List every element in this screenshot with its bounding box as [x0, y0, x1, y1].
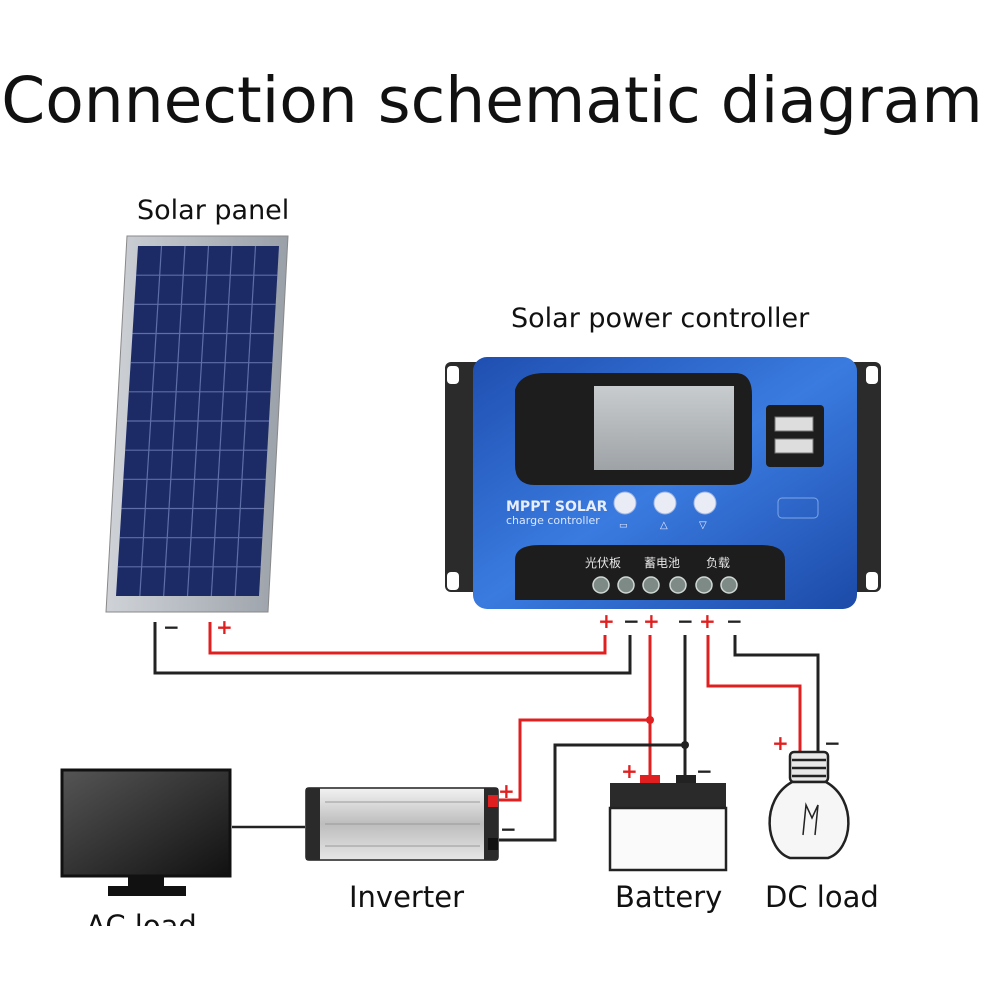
controller-right-bracket	[833, 362, 881, 592]
lcd-screen	[594, 386, 734, 470]
terminal-label-load: 负载	[706, 556, 730, 570]
inverter-label: Inverter	[349, 880, 464, 914]
bulb-filament	[802, 802, 819, 836]
wires	[153, 622, 820, 842]
inverter-endcap-left	[306, 788, 320, 860]
inverter-pos-terminal	[488, 795, 498, 807]
mount-hole	[866, 572, 878, 590]
up-button-glyph: △	[660, 520, 668, 531]
down-button-glyph: ▽	[699, 520, 707, 531]
battery	[608, 775, 728, 872]
ctrl-pv-plus-mark: +	[598, 609, 615, 633]
panel-grid-line	[234, 245, 257, 597]
ctrl-pv-minus-mark: −	[623, 609, 640, 633]
ctrl-load-plus-mark: +	[699, 609, 716, 633]
ctrl-bat-plus-mark: +	[643, 609, 660, 633]
down-button	[693, 491, 717, 515]
bulb-base	[788, 750, 830, 784]
monitor	[60, 768, 232, 896]
inverter	[305, 787, 499, 861]
panel-negative-wire	[153, 622, 632, 675]
brand-line2: charge controller	[506, 514, 600, 527]
monitor-base	[108, 886, 186, 896]
monitor-neck	[128, 876, 164, 888]
panel-grid-line	[139, 245, 163, 597]
panel-grid-line	[210, 245, 233, 597]
load-positive-wire	[706, 635, 802, 752]
inverter-positive-wire	[497, 718, 650, 802]
menu-button-glyph: ▭	[619, 521, 628, 531]
terminal-screw	[592, 576, 610, 594]
inverter-minus-mark: −	[500, 817, 517, 841]
bulb-glass	[768, 780, 850, 860]
page-title: Connection schematic diagram	[1, 64, 983, 137]
ac-load-label: AC load	[86, 909, 197, 926]
panel-grid-line	[163, 245, 186, 597]
inverter-negative-wire	[497, 743, 685, 842]
terminal-label-pv: 光伏板	[585, 556, 621, 570]
solar-panel-label: Solar panel	[137, 195, 290, 226]
battery-neg-terminal	[676, 775, 696, 785]
usb-port	[774, 416, 814, 432]
solar-panel-cells	[116, 246, 279, 596]
controller-label: Solar power controller	[511, 303, 810, 334]
terminal-screw	[720, 576, 738, 594]
terminal-screw	[617, 576, 635, 594]
controller-left-bracket	[445, 362, 495, 592]
ctrl-load-minus-mark: −	[726, 609, 743, 633]
battery-pos-terminal	[640, 775, 660, 785]
junction-dot	[646, 716, 654, 724]
load-plus-mark: +	[772, 731, 789, 755]
terminals	[592, 576, 738, 594]
dc-load-label: DC load	[765, 880, 879, 914]
panel-minus-mark: −	[163, 615, 180, 639]
inverter-body	[305, 787, 499, 861]
panel-plus-mark: +	[216, 615, 233, 639]
light-bulb	[768, 750, 850, 860]
ctrl-bat-minus-mark: −	[677, 609, 694, 633]
panel-grid-line	[186, 245, 210, 597]
terminal-label-battery: 蓄电池	[644, 556, 680, 570]
inverter-plus-mark: +	[498, 779, 515, 803]
mount-hole	[866, 366, 878, 384]
charge-controller: MPPT SOLAR charge controller ▭ △ ▽ 光伏板 蓄…	[445, 357, 881, 609]
brand-line1: MPPT SOLAR	[506, 499, 608, 515]
inverter-endcap-right	[484, 788, 498, 860]
battery-plus-mark: +	[621, 759, 638, 783]
inverter-neg-terminal	[488, 838, 498, 850]
battery-label: Battery	[615, 880, 723, 914]
battery-lid	[610, 783, 726, 809]
monitor-screen	[60, 768, 232, 878]
lcd-bezel	[515, 373, 752, 485]
usb-port	[774, 438, 814, 454]
menu-button	[613, 491, 637, 515]
controller-body	[473, 357, 857, 609]
panel-positive-wire	[208, 622, 607, 655]
load-negative-wire	[733, 635, 820, 752]
battery-case	[608, 806, 728, 872]
terminal-strip	[515, 545, 785, 600]
battery-indicator	[777, 497, 819, 519]
terminal-screw	[695, 576, 713, 594]
battery-minus-mark: −	[696, 759, 713, 783]
usb-block	[766, 405, 824, 467]
polarity-marks: − + + − + − + − + − + − + −	[163, 609, 841, 841]
mount-hole	[447, 572, 459, 590]
solar-panel	[105, 235, 289, 613]
up-button	[653, 491, 677, 515]
terminal-screw	[669, 576, 687, 594]
solar-panel-grid	[117, 245, 278, 597]
solar-panel-frame	[105, 235, 289, 613]
junction-dot	[681, 741, 689, 749]
mount-hole	[447, 366, 459, 384]
terminal-screw	[642, 576, 660, 594]
load-minus-mark: −	[824, 731, 841, 755]
